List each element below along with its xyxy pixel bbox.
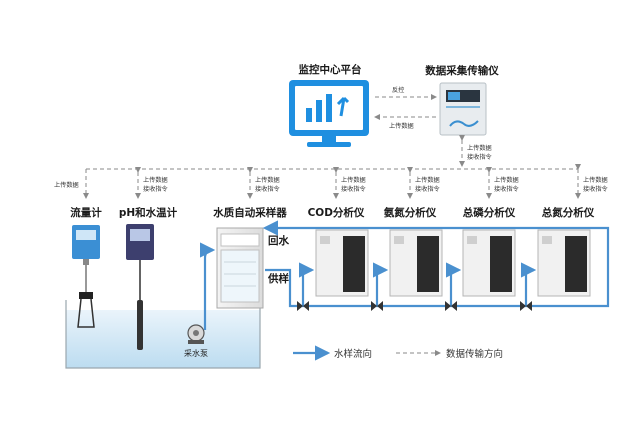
sampler-receive-label: 接收指令 [255, 185, 281, 193]
legend-data-label: 数据传输方向 [446, 348, 503, 360]
phosphorus-upload-label: 上传数据 [494, 176, 519, 184]
cod-analyzer [315, 229, 369, 297]
cod-receive-label: 接收指令 [341, 185, 367, 193]
ammonia-analyzer [389, 229, 443, 297]
nitrogen-title: 总氮分析仪 [542, 206, 595, 219]
collector-receive-label: 接收指令 [467, 153, 493, 161]
sampler-cabinet [216, 227, 264, 309]
water-tank [65, 300, 261, 369]
monitor-icon [289, 80, 369, 147]
supply-pipe [199, 242, 216, 330]
nitrogen-receive-label: 接收指令 [583, 185, 609, 193]
ph-upload-label: 上传数据 [143, 176, 168, 184]
sampler-title: 水质自动采样器 [212, 206, 287, 219]
phosphorus-analyzer [462, 229, 516, 297]
valve-icons [297, 301, 532, 311]
cod-title: COD分析仪 [308, 206, 365, 219]
platform-title: 监控中心平台 [299, 63, 362, 76]
distribution-pipe [265, 245, 610, 308]
ammonia-receive-label: 接收指令 [415, 185, 441, 193]
legend-water-label: 水样流向 [334, 348, 372, 360]
ph-title: pH和水温计 [119, 206, 178, 219]
flowmeter-upload-label: 上传数据 [54, 181, 79, 189]
reverse-control-label: 反控 [392, 86, 404, 94]
return-pipe [262, 220, 610, 245]
collector-device [439, 82, 487, 136]
sampler-upload-label: 上传数据 [255, 176, 280, 184]
pump-icon [187, 324, 205, 344]
phosphorus-receive-label: 接收指令 [494, 185, 520, 193]
flowmeter-title: 流量计 [70, 206, 102, 219]
cod-upload-label: 上传数据 [341, 176, 366, 184]
ammonia-upload-label: 上传数据 [415, 176, 440, 184]
nitrogen-analyzer [537, 229, 591, 297]
return-label: 回水 [268, 234, 289, 247]
nitrogen-upload-label: 上传数据 [583, 176, 608, 184]
ph-receive-label: 接收指令 [143, 185, 169, 193]
collector-title: 数据采集传输仪 [424, 64, 499, 77]
flowmeter-device [72, 225, 100, 328]
pump-label: 采水泵 [184, 348, 208, 358]
ammonia-title: 氨氮分析仪 [384, 206, 437, 219]
phosphorus-title: 总磷分析仪 [463, 206, 516, 219]
ph-meter-device [126, 224, 154, 350]
upload-label-top: 上传数据 [389, 122, 414, 130]
supply-label: 供样 [267, 272, 289, 285]
collector-upload-label: 上传数据 [467, 144, 492, 152]
